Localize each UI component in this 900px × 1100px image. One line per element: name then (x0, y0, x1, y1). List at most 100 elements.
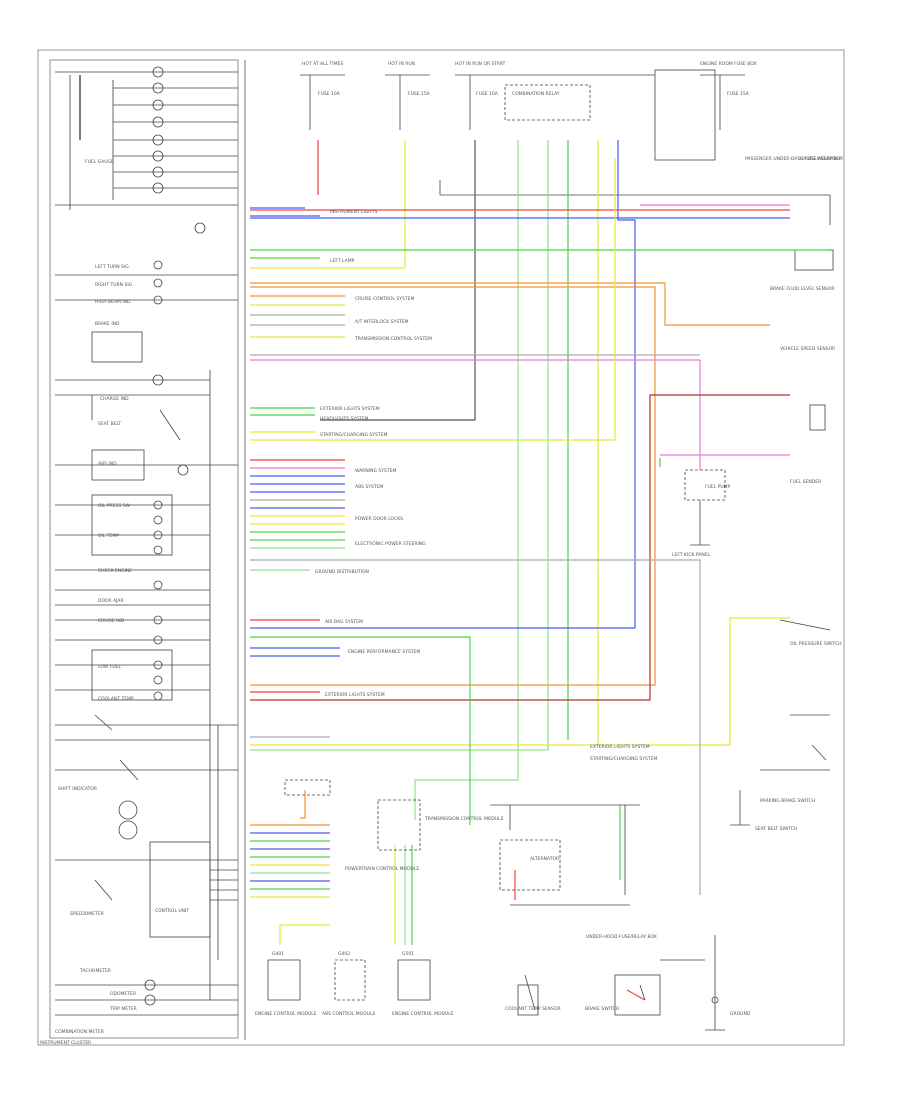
wire-lgreen-2 (250, 140, 549, 751)
label-g402: G402 (338, 951, 350, 957)
label-fuse-4: FUSE 15A (727, 91, 750, 97)
label-abs: ABS IND (98, 461, 117, 467)
wire-blue-v (250, 140, 636, 629)
label-cruise: CRUISE IND (98, 618, 125, 624)
wire-yellow-fuse (250, 140, 406, 269)
label-brake-switch: BRAKE SWITCH (585, 1006, 619, 1012)
label-ground-dist: GROUND DISTRIBUTION (315, 569, 369, 575)
label-odometer: ODOMETER (110, 991, 136, 997)
label-underhood: UNDER-HOOD FUSE/RELAY BOX (586, 934, 657, 940)
connector-stubs (250, 207, 345, 898)
wire-green-lower (250, 636, 471, 825)
label-tachometer: TACHOMETER (79, 968, 111, 974)
label-tcm: TRANSMISSION CONTROL MODULE (424, 816, 504, 822)
label-control-unit: CONTROL UNIT (155, 908, 189, 914)
mid-labels: INSTRUMENT LIGHTS LEFT LAMP CRUISE CONTR… (315, 209, 657, 762)
label-left-turn: LEFT TURN SIG (95, 264, 129, 270)
label-low-fuel: LOW FUEL (98, 664, 121, 670)
label-g401: G401 (272, 951, 284, 957)
label-airbag: AIR BAG SYSTEM (325, 619, 363, 625)
label-coolant: COOLANT TEMP (98, 696, 134, 702)
label-engine-perf: ENGINE PERFORMANCE SYSTEM (348, 649, 420, 655)
diagram-border (37, 49, 845, 1046)
label-trip-meter: TRIP METER (109, 1006, 137, 1012)
label-oil-pressure: OIL PRESS SW (98, 503, 130, 509)
wire-yellow-b2 (279, 924, 330, 945)
cluster-footer: COMBINATION METER (55, 1029, 104, 1035)
cluster-title: INSTRUMENT CLUSTER (40, 1040, 91, 1046)
label-passenger: PASSENGER UNDER-DASH FUSE/RELAY BOX (745, 156, 843, 162)
label-instrument-light: INSTRUMENT LIGHTS (330, 209, 377, 215)
label-brake: BRAKE IND (95, 321, 120, 327)
label-gauge-assembly: GAUGE ASSEMBLY (800, 156, 841, 162)
label-oil-pressure-sw: OIL PRESSURE SWITCH (790, 641, 842, 647)
wire-lgreen-1 (414, 140, 519, 820)
right-labels: GAUGE ASSEMBLY BRAKE FLUID LEVEL SENSOR … (345, 156, 842, 1017)
label-engine-ctrl-2: ENGINE CONTROL MODULE (392, 1011, 454, 1017)
label-exterior-3: EXTERIOR LIGHTS SYSTEM (590, 744, 650, 750)
right-components (267, 404, 831, 1031)
label-door-ajar: DOOR AJAR (98, 598, 124, 604)
label-high-beam: HIGH BEAM IND (95, 299, 131, 305)
wire-yellow-lower (250, 158, 616, 441)
label-g501: G501 (402, 951, 414, 957)
wire-pink-mid (250, 359, 701, 470)
wire-darkred (250, 394, 790, 701)
label-fuse-1: FUSE 10A (318, 91, 341, 97)
label-fuse-3: FUSE 10A (476, 91, 499, 97)
wire-orange-1 (250, 282, 770, 326)
label-check-engine: CHECK ENGINE (98, 568, 132, 574)
label-fuel-pump: FUEL PUMP (705, 484, 731, 490)
label-vehicle-speed: VEHICLE SPEED SENSOR (780, 346, 835, 352)
label-hot-in-start: HOT IN RUN OR START (455, 61, 506, 67)
label-cruise-control: CRUISE CONTROL SYSTEM (355, 296, 414, 302)
instrument-cluster (49, 59, 239, 1039)
label-interlock: A/T INTERLOCK SYSTEM (355, 319, 409, 325)
label-fuse-2: FUSE 15A (408, 91, 431, 97)
label-hot-in-run: HOT IN RUN (388, 61, 415, 67)
label-transmission: TRANSMISSION CONTROL SYSTEM (354, 336, 432, 342)
wire-gray-lower (250, 559, 701, 895)
label-parking-brake: PARKING BRAKE SWITCH (760, 798, 815, 804)
label-charge: CHARGE IND (100, 396, 129, 402)
label-left-kick: LEFT KICK PANEL (672, 552, 711, 558)
label-eps: ELECTRONIC POWER STEERING (355, 541, 426, 547)
label-seat-belt: SEAT BELT (98, 421, 121, 427)
label-speedometer: SPEEDOMETER (70, 911, 104, 917)
wire-blue-fuse (320, 140, 476, 421)
label-combination-relay: COMBINATION RELAY (512, 91, 560, 97)
label-seat-belt-sw: SEAT BELT SWITCH (755, 826, 797, 832)
wire-orange-bottom (300, 790, 306, 819)
label-fuel-sender: FUEL SENDER (790, 479, 821, 485)
label-shift-indicator: SHIFT INDICATOR (58, 786, 97, 792)
wire-red-b2 (626, 989, 646, 1001)
label-abs-module: ABS CONTROL MODULE (322, 1011, 375, 1017)
label-coolant-sensor: COOLANT TEMP SENSOR (505, 1006, 561, 1012)
label-pcm: POWERTRAIN CONTROL MODULE (345, 866, 419, 872)
label-eng-control: ENGINE CONTROL MODULE (255, 1011, 317, 1017)
label-fuel-gauge: FUEL GAUGE (85, 159, 114, 165)
label-alternator: ALTERNATOR (530, 856, 559, 862)
label-right-turn: RIGHT TURN SIG (95, 282, 133, 288)
label-left-lamp: LEFT LAMP (330, 258, 355, 264)
cluster-labels: FUEL GAUGE LEFT TURN SIG RIGHT TURN SIG … (40, 159, 189, 1046)
wire-yellow-right (250, 617, 790, 746)
top-labels: HOT AT ALL TIMES HOT IN RUN HOT IN RUN O… (302, 61, 843, 162)
label-hot-all-times: HOT AT ALL TIMES (302, 61, 343, 67)
label-exterior-lights: EXTERIOR LIGHTS SYSTEM (320, 406, 380, 412)
label-warning: WARNING SYSTEM (355, 468, 396, 474)
label-headlights: HEADLIGHTS SYSTEM (320, 416, 369, 422)
label-abs-system: ABS SYSTEM (355, 484, 383, 490)
label-starting: STARTING/CHARGING SYSTEM (320, 432, 387, 438)
label-exterior-2: EXTERIOR LIGHTS SYSTEM (325, 692, 385, 698)
wire-orange-2 (250, 286, 656, 686)
label-brake-fluid: BRAKE FLUID LEVEL SENSOR (770, 286, 835, 292)
label-ground: GROUND (730, 1011, 751, 1017)
label-engine-room: ENGINE ROOM FUSE BOX (700, 61, 757, 67)
label-starting-2: STARTING/CHARGING SYSTEM (590, 756, 657, 762)
label-oil-temp: OIL TEMP (98, 533, 119, 539)
wire-set (250, 140, 830, 1001)
label-power-locks: POWER DOOR LOCKS (355, 516, 403, 522)
bottom-labels: G401 G402 G501 ENGINE CONTROL MODULE ABS… (255, 951, 454, 1017)
